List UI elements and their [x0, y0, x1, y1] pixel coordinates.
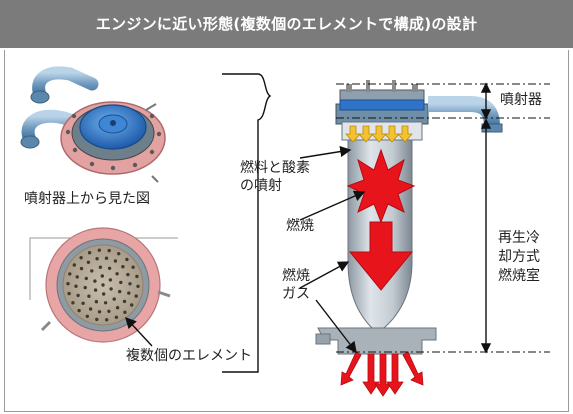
injector-element-dot	[109, 287, 113, 291]
injector-element-dot	[125, 257, 129, 262]
injector-element-dot	[68, 272, 72, 276]
dimension-lines	[480, 82, 492, 354]
label-chamber-1: 再生冷	[498, 230, 540, 246]
injector-element-dot	[76, 293, 80, 298]
injector-element-dot	[113, 259, 118, 263]
injector-element-dot	[107, 266, 112, 270]
injector-element-dot	[67, 291, 71, 296]
injector-element-dot	[87, 251, 92, 255]
injector-element-dot	[118, 289, 122, 294]
injector-element-dot	[136, 284, 140, 288]
combustion-chamber-image	[315, 80, 503, 397]
injector-element-dot	[114, 315, 119, 319]
label-chamber-2: 却方式	[498, 249, 540, 265]
injector-element-dot	[131, 265, 135, 269]
injector-element-dot	[115, 272, 119, 276]
injector-element-dot	[104, 256, 109, 260]
injector-element-dot	[117, 252, 121, 256]
injector-element-dot	[108, 278, 113, 282]
injector-element-dot	[100, 274, 105, 278]
injector-element-dot	[97, 248, 102, 252]
label-fuel-oxidizer-1: 燃料と酸素	[240, 160, 310, 176]
injector-element-dot	[98, 265, 103, 269]
left-bracket	[222, 73, 272, 373]
elements-arrow	[125, 316, 153, 347]
injector-element-dot	[74, 284, 78, 288]
injector-element-dot	[66, 282, 70, 286]
injector-element-dot	[93, 279, 97, 283]
injector-element-dot	[103, 301, 108, 305]
injector-element-dot	[72, 263, 77, 267]
injector-element-dot	[79, 256, 83, 260]
label-gas-1: 燃焼	[282, 268, 310, 284]
page-title: エンジンに近い形態(複数個のエレメントで構成)の設計	[0, 0, 573, 48]
label-elements: 複数個のエレメント	[126, 348, 252, 364]
injector-element-dot	[86, 260, 91, 264]
injector-element-dot	[77, 308, 81, 313]
injector-element-dot	[81, 301, 85, 305]
guide-lines	[336, 83, 550, 353]
injector-element-dot	[135, 274, 139, 279]
injector-element-dot	[95, 257, 99, 261]
injector-element-dot	[90, 269, 94, 273]
injector-element-dot	[87, 294, 91, 298]
injector-element-dot	[134, 294, 138, 298]
label-gas-2: ガス	[282, 286, 310, 302]
label-injector: 噴射器	[500, 92, 542, 108]
injector-element-dot	[71, 301, 75, 305]
label-top-view: 噴射器上から見た図	[24, 191, 150, 207]
injector-element-dot	[127, 291, 131, 295]
diagram-frame	[4, 50, 569, 412]
injector-element-dot	[121, 265, 125, 269]
injector-element-dot	[94, 300, 99, 304]
injector-element-dot	[107, 309, 111, 313]
injector-element-dot	[105, 318, 109, 322]
injector-element-dot	[119, 280, 123, 285]
injector-element-dot	[85, 314, 90, 318]
injector-element-dot	[95, 317, 99, 322]
injector-element-dot	[123, 310, 127, 314]
injector-element-dot	[130, 303, 134, 307]
injector-element-dot	[97, 310, 102, 314]
label-arrows	[299, 146, 366, 354]
injector-element-dot	[83, 285, 87, 290]
injector-element-dot	[122, 299, 127, 304]
label-combustion: 燃焼	[286, 218, 314, 234]
injector-face-image	[29, 227, 178, 343]
injector-element-dot	[75, 275, 79, 279]
injector-top-view-image	[20, 66, 166, 183]
injector-element-dot	[101, 283, 105, 287]
label-chamber-3: 燃焼室	[498, 268, 540, 284]
injector-element-dot	[79, 266, 84, 271]
injector-element-dot	[88, 307, 93, 311]
label-fuel-oxidizer-2: の噴射	[240, 178, 282, 194]
injector-element-dot	[115, 306, 120, 310]
injector-element-dot	[84, 276, 89, 281]
injector-element-dot	[128, 282, 132, 286]
injector-element-dot	[112, 297, 116, 301]
injector-element-dot	[93, 288, 98, 292]
injector-element-dot	[102, 292, 106, 296]
injector-element-dot	[107, 248, 111, 253]
injector-element-dot	[126, 272, 130, 277]
